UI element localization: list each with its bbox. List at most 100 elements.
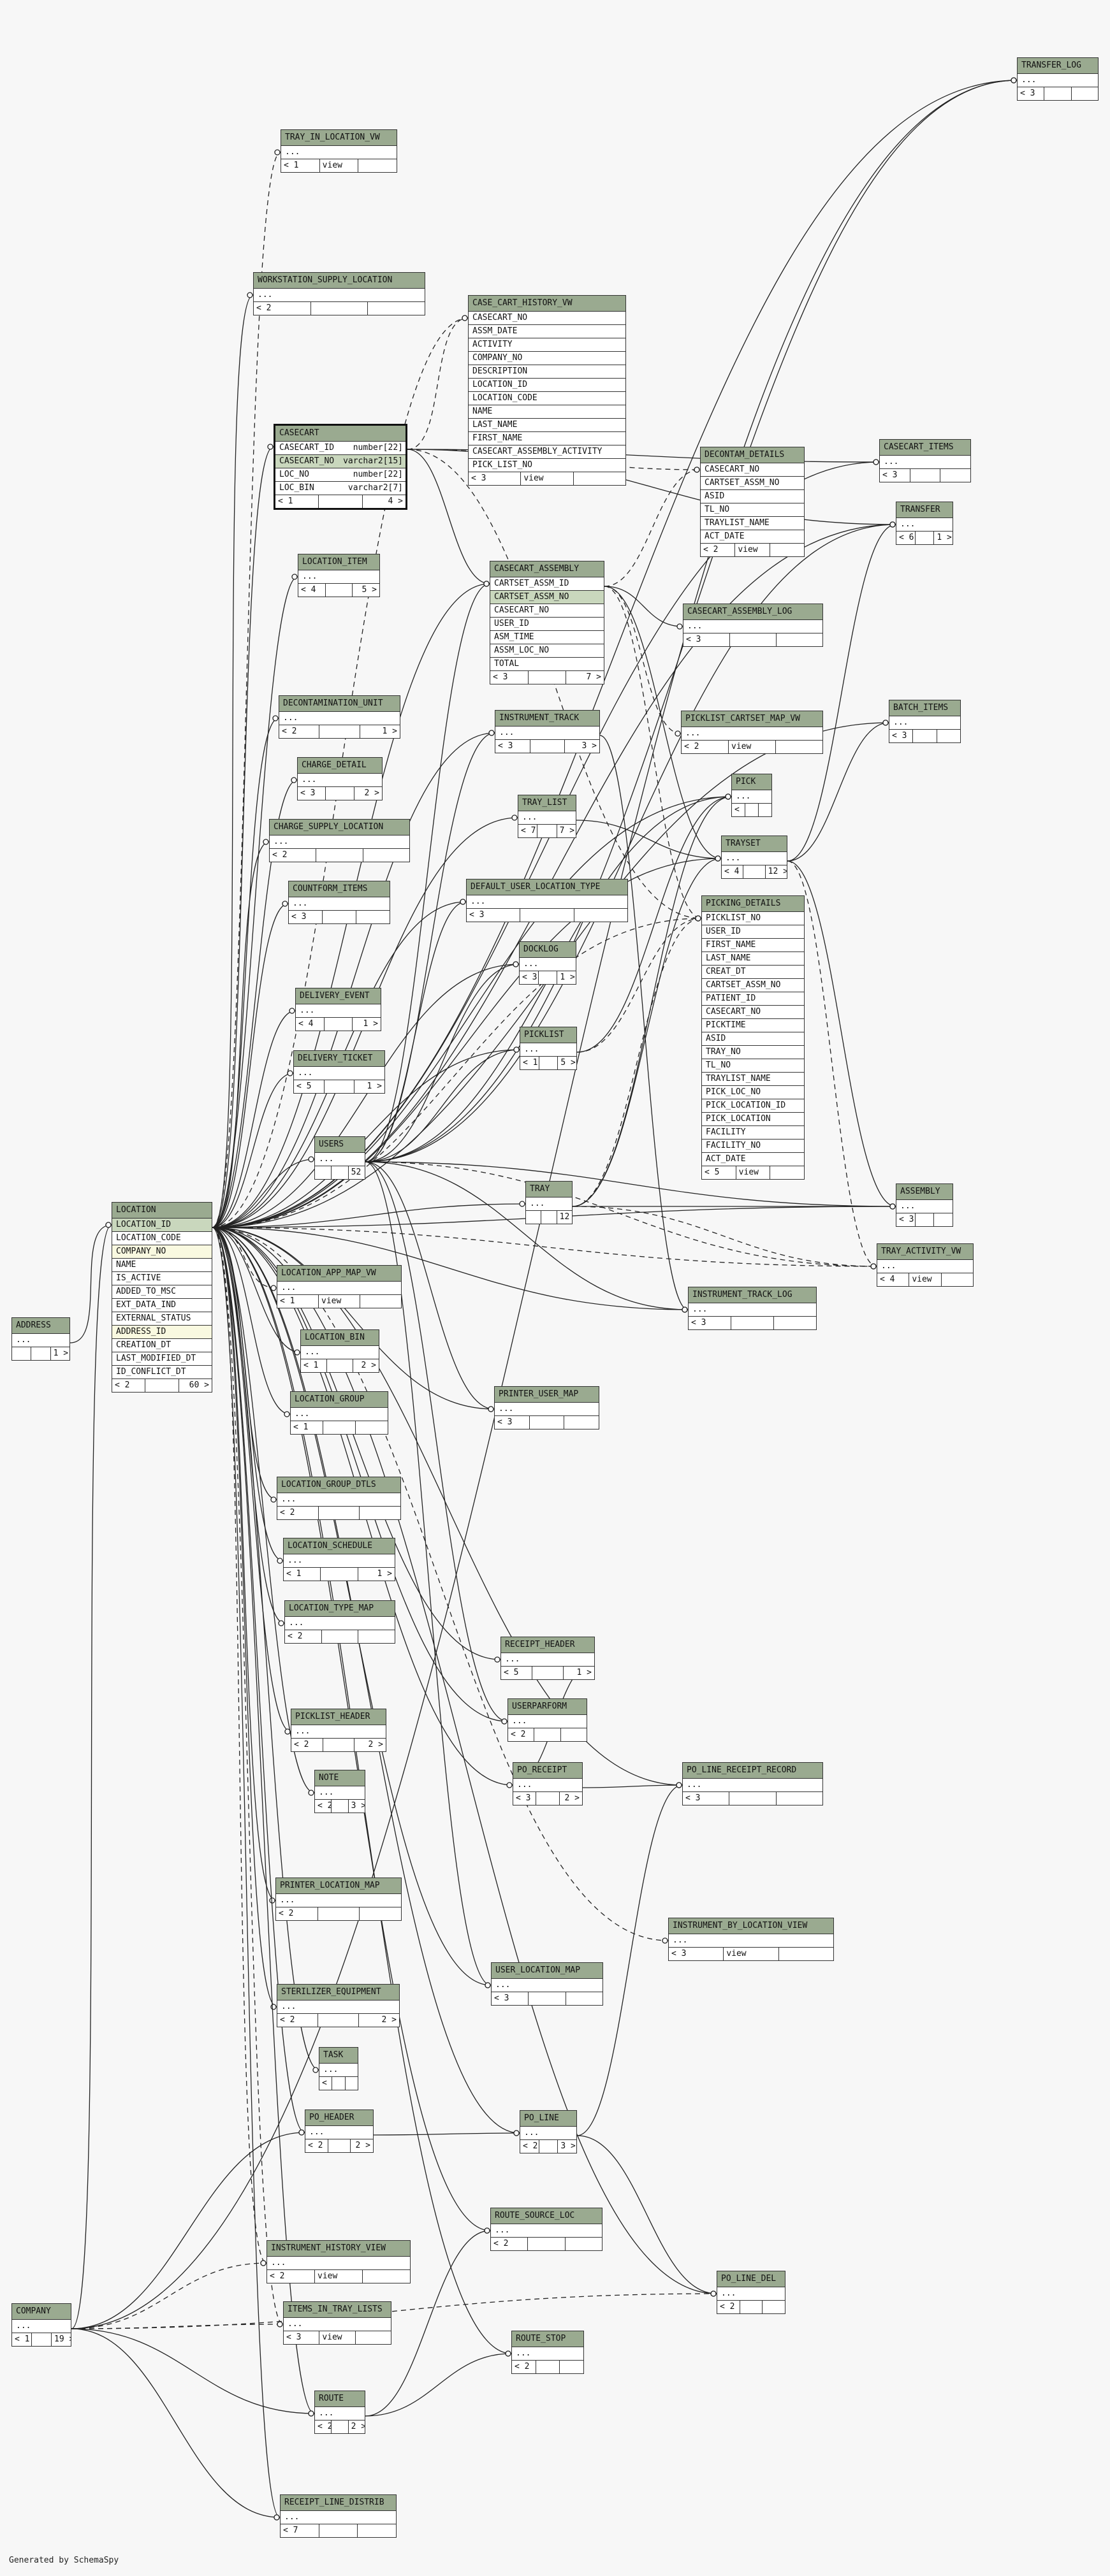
column-name: CASECART_NO xyxy=(706,1007,761,1017)
child-count xyxy=(346,2077,358,2090)
relationship-edge xyxy=(365,1161,492,1986)
parent-count: < 3 xyxy=(513,1792,537,1805)
table-location-type-map[interactable]: LOCATION_TYPE_MAP...< 2 xyxy=(284,1600,395,1644)
table-address[interactable]: ADDRESS...1 > xyxy=(11,1317,70,1361)
column-name: CASECART_NO xyxy=(472,313,528,322)
table-default-user-location-type[interactable]: DEFAULT_USER_LOCATION_TYPE...< 3 xyxy=(466,879,628,922)
table-pick[interactable]: PICK...< 4 xyxy=(731,774,772,817)
column-row: ACT_DATE xyxy=(702,1153,804,1166)
column-row: ... xyxy=(298,774,382,787)
table-route-source-loc[interactable]: ROUTE_SOURCE_LOC...< 2 xyxy=(490,2208,602,2251)
parent-count: < 2 xyxy=(267,2270,315,2283)
table-po-line-receipt-record[interactable]: PO_LINE_RECEIPT_RECORD...< 3 xyxy=(682,1762,823,1805)
table-company[interactable]: COMPANY...< 119 > xyxy=(11,2303,71,2347)
table-transfer-log[interactable]: TRANSFER_LOG...< 3 xyxy=(1017,57,1099,101)
table-footer: < 3 xyxy=(289,911,390,923)
table-charge-supply-location[interactable]: CHARGE_SUPPLY_LOCATION...< 2 xyxy=(269,819,410,862)
table-title: PICK xyxy=(732,774,771,790)
column-row: TRAY_NO xyxy=(702,1046,804,1059)
table-task[interactable]: TASK...< 2 xyxy=(319,2047,358,2090)
table-printer-user-map[interactable]: PRINTER_USER_MAP...< 3 xyxy=(494,1386,599,1429)
column-row: CASECART_NO xyxy=(701,463,804,477)
table-workstation-supply-location[interactable]: WORKSTATION_SUPPLY_LOCATION...< 2 xyxy=(253,272,425,315)
table-location-group[interactable]: LOCATION_GROUP...< 1 xyxy=(290,1391,388,1435)
relationship-end-marker xyxy=(277,2321,283,2327)
child-count: 1 > xyxy=(382,727,397,736)
table-userparform[interactable]: USERPARFORM...< 2 xyxy=(508,1698,587,1742)
child-count: 5 > xyxy=(361,585,377,595)
parent-count: < 4 xyxy=(722,865,744,878)
parent-count: < 3 xyxy=(689,1317,731,1329)
table-casecart-assembly-log[interactable]: CASECART_ASSEMBLY_LOG...< 3 xyxy=(683,604,823,647)
table-users[interactable]: USERS...52 > xyxy=(314,1136,365,1180)
column-name: ... xyxy=(271,2258,286,2268)
table-assembly[interactable]: ASSEMBLY...< 3 xyxy=(896,1183,953,1227)
child-count xyxy=(566,1992,602,2005)
table-title: BATCH_ITEMS xyxy=(889,700,960,716)
table-footer: < 3 xyxy=(495,1416,599,1429)
relationship-end-marker xyxy=(308,1156,314,1162)
table-countform-items[interactable]: COUNTFORM_ITEMS...< 3 xyxy=(288,881,390,924)
table-location-group-dtls[interactable]: LOCATION_GROUP_DTLS...< 2 xyxy=(277,1477,401,1520)
relationship-edge xyxy=(365,2230,491,2417)
column-row: FACILITY_NO xyxy=(702,1140,804,1153)
generator-credit: Generated by SchemaSpy xyxy=(9,2556,119,2565)
relationship-edge xyxy=(212,1227,301,1353)
table-footer: < 3 xyxy=(1018,87,1098,100)
table-tray[interactable]: TRAY...12 > xyxy=(525,1181,573,1224)
column-row: ... xyxy=(267,2257,410,2270)
table-user-location-map[interactable]: USER_LOCATION_MAP...< 3 xyxy=(491,1962,603,2006)
table-kind: view xyxy=(735,544,770,556)
table-casecart-items[interactable]: CASECART_ITEMS...< 3 xyxy=(879,439,971,482)
column-row: ... xyxy=(291,1725,386,1739)
table-instrument-track-log[interactable]: INSTRUMENT_TRACK_LOG...< 3 xyxy=(688,1287,817,1330)
table-printer-location-map[interactable]: PRINTER_LOCATION_MAP...< 2 xyxy=(275,1878,402,1921)
table-receipt-line-distrib[interactable]: RECEIPT_LINE_DISTRIB...< 7 xyxy=(280,2494,397,2538)
table-po-line-del[interactable]: PO_LINE_DEL...< 2 xyxy=(717,2271,785,2314)
table-route-stop[interactable]: ROUTE_STOP...< 2 xyxy=(511,2331,584,2374)
table-footer: < 4 xyxy=(732,804,771,816)
table-batch-items[interactable]: BATCH_ITEMS...< 3 xyxy=(889,700,961,743)
relationship-end-marker xyxy=(274,2514,280,2521)
parent-count: < 3 xyxy=(289,911,323,923)
child-count xyxy=(356,911,390,923)
